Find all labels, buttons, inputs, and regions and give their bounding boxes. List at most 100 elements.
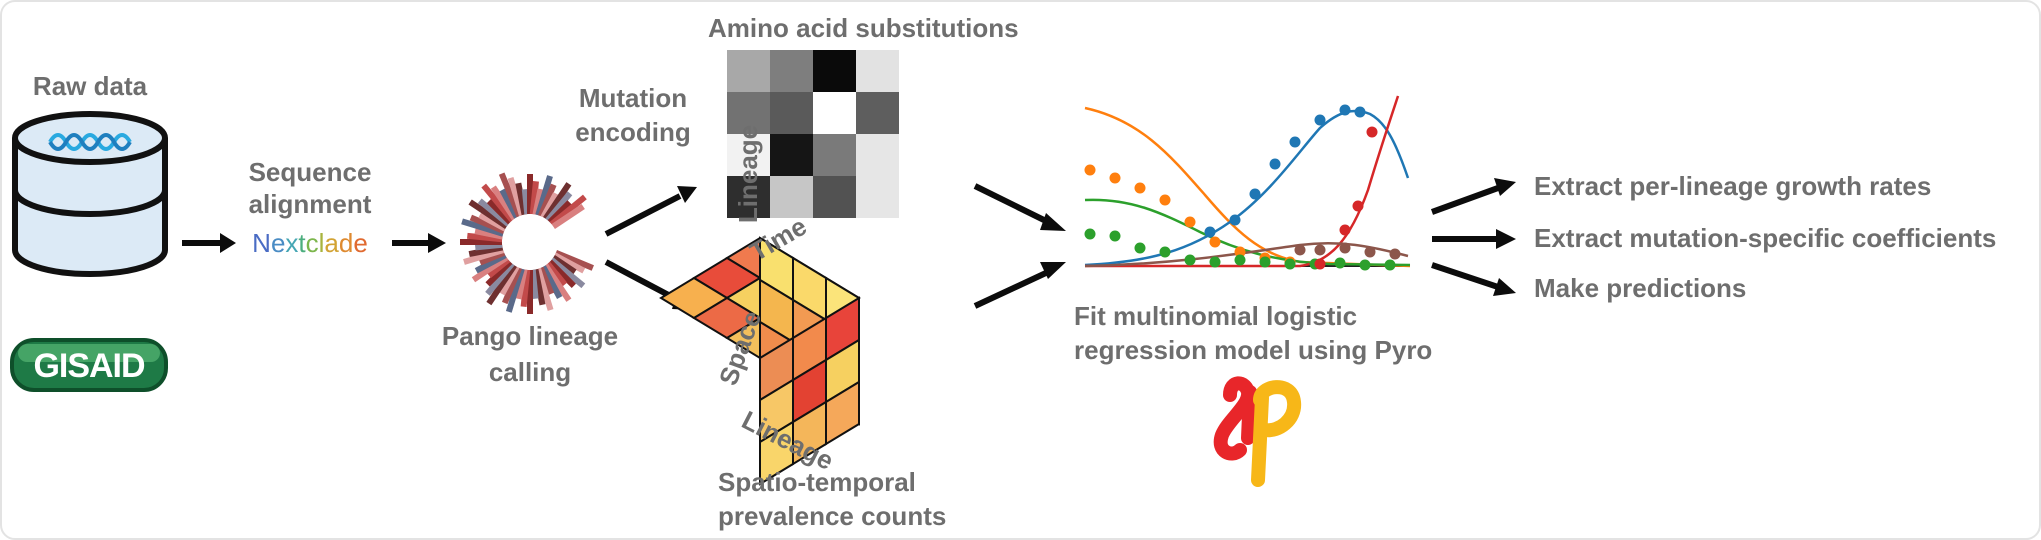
plot-point — [1184, 254, 1196, 266]
tree-branch — [499, 265, 520, 296]
tree-branch — [467, 232, 503, 243]
mutation-heatmap — [727, 50, 899, 218]
regression-plot — [1084, 95, 1411, 271]
tree-branch — [477, 198, 511, 227]
tree-branch — [532, 188, 544, 216]
tree-branch — [545, 261, 568, 287]
database-icon — [12, 111, 168, 277]
tree-branch — [481, 183, 515, 223]
tree-branch — [487, 257, 511, 278]
heatmap-cell — [727, 134, 770, 176]
arrow-heatmap-to-plot — [973, 183, 1066, 231]
tree-branch — [549, 257, 586, 289]
spatio-label-line1: Spatio-temporal — [718, 467, 916, 497]
tree-branch — [474, 241, 503, 251]
tree-branch — [535, 175, 553, 217]
plot-point — [1234, 254, 1246, 266]
fit-label-line1: Fit multinomial logistic — [1074, 301, 1358, 331]
nextclade-letter: x — [285, 228, 299, 258]
plot-point — [1334, 257, 1346, 269]
tree-branch — [540, 192, 559, 219]
prevalence-cube — [659, 236, 861, 486]
arrow-cube-to-plot — [973, 262, 1066, 309]
plot-point — [1269, 158, 1281, 170]
arrow-plot-to-predictions — [1431, 262, 1516, 296]
mutation-label-line2: encoding — [575, 117, 691, 147]
plot-point — [1352, 200, 1364, 212]
plot-point — [1364, 246, 1376, 258]
tree-branch — [474, 252, 507, 274]
heatmap-lineage-axis-label: Lineage — [733, 124, 763, 224]
tree-branch — [471, 255, 509, 283]
nextclade-letter: c — [305, 228, 319, 258]
plot-point — [1134, 182, 1146, 194]
arrow-tree-to-heatmap — [604, 186, 697, 237]
plot-point — [1159, 194, 1171, 206]
nextclade-letter: t — [298, 228, 306, 258]
heatmap-cell — [770, 50, 813, 92]
plot-point — [1234, 246, 1246, 258]
cube-side-cell — [759, 420, 794, 486]
plot-point — [1184, 216, 1196, 228]
series-green-line — [1084, 198, 1411, 267]
tree-branch — [461, 218, 505, 237]
spatio-label-line2: prevalence counts — [718, 501, 947, 531]
tree-branch — [532, 268, 546, 306]
nextclade-letter: e — [270, 228, 286, 258]
arrow-plot-to-coefficients — [1432, 229, 1516, 249]
heatmap-cell — [856, 50, 899, 92]
tree-branch — [486, 263, 517, 306]
pango-label-line1: Pango lineage — [441, 321, 619, 351]
heatmap-cell — [770, 92, 813, 134]
heatmap-cell — [813, 50, 856, 92]
tree-branch — [520, 269, 531, 307]
plot-point — [1209, 256, 1221, 268]
tree-branch — [515, 268, 528, 300]
tree-center — [504, 216, 556, 268]
heatmap-cell — [856, 134, 899, 176]
plot-point — [1339, 104, 1351, 116]
plot-point — [1366, 126, 1378, 138]
series-blue-line — [1084, 109, 1410, 267]
plot-point — [1229, 214, 1241, 226]
output-predictions: Make predictions — [1534, 273, 1747, 303]
tree-branch — [547, 200, 572, 225]
plot-point — [1389, 248, 1401, 260]
heatmap-cell — [813, 134, 856, 176]
plot-point — [1109, 230, 1121, 242]
nextclade-letter: e — [353, 228, 368, 258]
plot-point — [1109, 172, 1121, 184]
nextclade-letter: a — [324, 228, 339, 258]
tree-branch — [515, 182, 528, 216]
gisaid-text: GISAID — [33, 347, 145, 385]
tree-branch — [478, 249, 506, 266]
plot-point — [1384, 259, 1396, 271]
heatmap-cell — [856, 92, 899, 134]
tree-branch — [485, 259, 513, 287]
plot-point — [1084, 164, 1096, 176]
tree-branch — [469, 214, 506, 235]
plot-point — [1134, 242, 1146, 254]
tree-branch — [521, 188, 531, 215]
pyro-logo — [1213, 376, 1302, 487]
heatmap-cell — [813, 92, 856, 134]
tree-branch — [547, 259, 576, 288]
tree-branch — [543, 263, 572, 302]
series-red-line — [1085, 95, 1400, 268]
plot-point — [1359, 259, 1371, 271]
amino-acid-title: Amino acid substitutions — [708, 13, 1019, 43]
tree-branch — [490, 185, 517, 221]
series-orange-line — [1084, 106, 1411, 268]
output-mutation-coefficients: Extract mutation-specific coefficients — [1534, 223, 1997, 253]
fit-label-line2: regression model using Pyro — [1074, 335, 1433, 365]
plot-point — [1204, 226, 1216, 238]
tree-branch — [507, 177, 525, 217]
tree-branch — [529, 269, 539, 300]
plot-point — [1314, 114, 1326, 126]
tree-branch — [468, 199, 509, 229]
pango-label-line2: calling — [488, 357, 572, 387]
sequence-label-line1: Sequence — [248, 157, 372, 187]
arrow-plot-to-growth-rates — [1430, 178, 1516, 215]
tree-branch — [554, 249, 594, 271]
